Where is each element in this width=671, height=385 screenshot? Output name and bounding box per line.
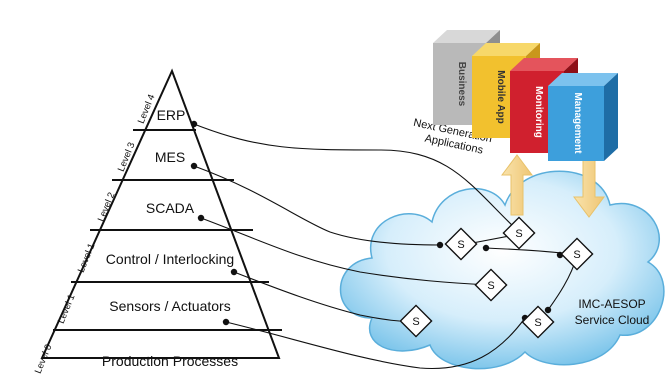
service-cloud (339, 170, 665, 370)
connector-mes (193, 165, 441, 246)
svg-text:Management: Management (572, 92, 583, 154)
automation-pyramid (40, 68, 282, 359)
app-box-management: Management (548, 73, 618, 161)
service-node: S (521, 305, 555, 339)
level-label-control: Control / Interlocking (106, 251, 234, 267)
level-label-sensors: Sensors / Actuators (109, 298, 230, 314)
svg-text:S: S (515, 228, 522, 240)
connector-sensors (225, 317, 526, 370)
apps-to-cloud-arrow (573, 157, 605, 218)
connector-erp (193, 123, 518, 231)
service-node: S (560, 237, 594, 271)
svg-text:Mobile App: Mobile App (495, 70, 506, 124)
level-label-mes: MES (155, 149, 185, 165)
side-label-level-0: Level 0 (33, 343, 55, 376)
svg-text:Business: Business (456, 62, 467, 107)
svg-text:S: S (573, 249, 580, 261)
cloud-to-apps-arrow (501, 154, 533, 216)
svg-text:S: S (487, 280, 494, 292)
level-label-erp: ERP (157, 107, 186, 123)
svg-text:Monitoring: Monitoring (533, 86, 544, 138)
svg-text:S: S (412, 316, 419, 328)
cloud-label-subtitle: Service Cloud (575, 313, 650, 327)
svg-text:S: S (534, 317, 541, 329)
service-node: S (399, 304, 433, 338)
service-node: S (474, 268, 508, 302)
level-label-scada: SCADA (146, 200, 195, 216)
svg-text:S: S (457, 239, 464, 251)
connector-scada (200, 217, 491, 286)
connector-control (233, 271, 415, 322)
service-node: S (502, 216, 536, 250)
cloud-label-name: IMC-AESOP (578, 297, 645, 311)
level-label-production: Production Processes (102, 353, 238, 369)
service-node: S (444, 227, 478, 261)
